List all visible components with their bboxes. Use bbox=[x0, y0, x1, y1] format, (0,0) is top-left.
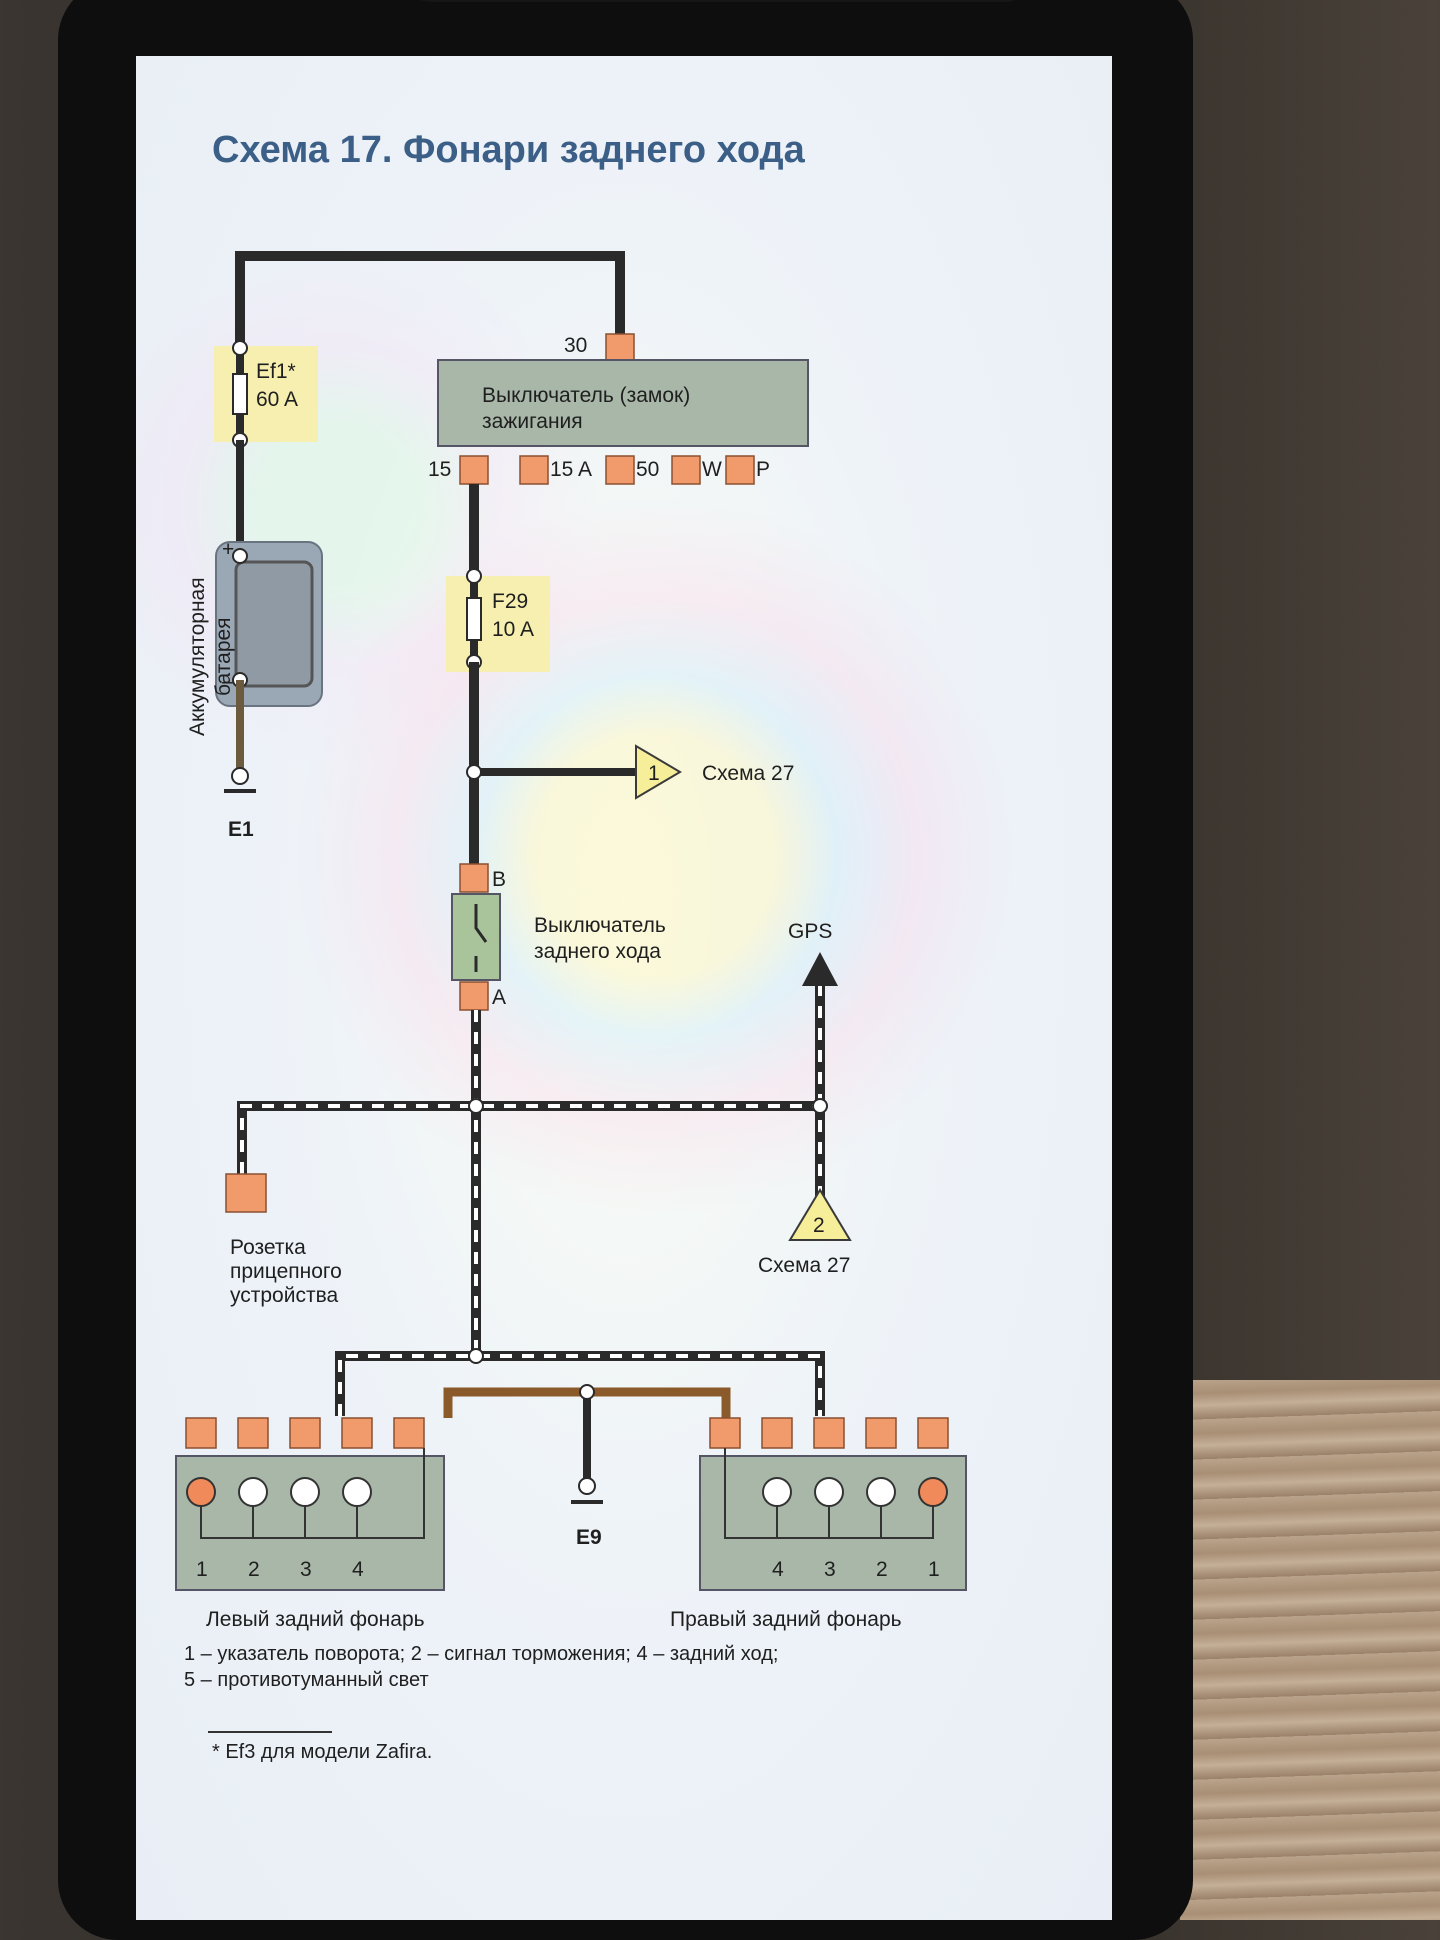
node-icon bbox=[468, 1098, 484, 1114]
fuse-ef1-rating: 60 A bbox=[256, 388, 298, 411]
fuse-ef1-background bbox=[214, 346, 318, 442]
trailer-socket-label-line2: прицепного bbox=[230, 1260, 342, 1283]
trailer-socket-label-line1: Розетка bbox=[230, 1236, 306, 1259]
striped-wires bbox=[237, 986, 825, 1416]
ref2-number: 2 bbox=[813, 1214, 825, 1237]
battery-plus-icon: + bbox=[222, 538, 234, 561]
battery-label-line2: батарея bbox=[212, 617, 235, 696]
node-icon bbox=[232, 548, 248, 564]
ignition-terminal-50-label: 50 bbox=[636, 458, 659, 481]
connector-icon bbox=[605, 455, 635, 485]
right-lamp-bulbs bbox=[724, 1448, 948, 1539]
battery-minus-icon: – bbox=[222, 670, 234, 693]
right-lamp-label: Правый задний фонарь bbox=[670, 1608, 902, 1631]
node-icon bbox=[579, 1384, 595, 1400]
right-lamp-number-3: 3 bbox=[824, 1558, 836, 1581]
connector-icon bbox=[459, 455, 489, 485]
ref2-triangle-icon bbox=[788, 1188, 852, 1241]
node-icon bbox=[466, 568, 482, 584]
legend-line2: 5 – противотуманный свет bbox=[184, 1669, 429, 1691]
connector-icon bbox=[725, 455, 755, 485]
ignition-terminal-15-label: 15 bbox=[428, 458, 451, 481]
left-lamp-number-2: 2 bbox=[248, 1558, 260, 1581]
ref1-label: Схема 27 bbox=[702, 762, 794, 785]
reverse-switch-pin-a: A bbox=[492, 986, 506, 1009]
wiring-diagram: Схема 17. Фонари заднего хода Ef1* 60 A … bbox=[175, 129, 967, 1763]
fuse-f29-icon bbox=[466, 597, 482, 641]
trailer-socket-icon bbox=[225, 1173, 267, 1213]
ground-e9-node-icon bbox=[578, 1477, 596, 1495]
fuse-ef1-name: Ef1* bbox=[256, 360, 296, 383]
connector-icon bbox=[671, 455, 701, 485]
ignition-terminal-15a-label: 15 A bbox=[550, 458, 592, 481]
ignition-switch-box bbox=[437, 359, 809, 447]
node-icon bbox=[812, 1098, 828, 1114]
fuse-f29-background bbox=[446, 576, 550, 672]
left-lamp-number-1: 1 bbox=[196, 1558, 208, 1581]
ignition-label-line1: Выключатель (замок) bbox=[482, 384, 690, 407]
right-lamp-number-4: 4 bbox=[772, 1558, 784, 1581]
footnote: * Ef3 для модели Zafira. bbox=[212, 1741, 432, 1763]
gps-arrow-icon bbox=[802, 952, 838, 986]
connector-icon bbox=[605, 333, 635, 361]
left-lamp-label: Левый задний фонарь bbox=[206, 1608, 425, 1631]
connector-icon bbox=[459, 981, 489, 1011]
left-lamp-number-4: 4 bbox=[352, 1558, 364, 1581]
ground-e1-label: E1 bbox=[228, 818, 254, 841]
trailer-socket-label-line3: устройства bbox=[230, 1284, 339, 1307]
ref1-number: 1 bbox=[648, 762, 660, 785]
phone-screen: Схема 17. Фонари заднего хода Ef1* 60 A … bbox=[136, 56, 1112, 1920]
node-icon bbox=[468, 1348, 484, 1364]
node-icon bbox=[466, 764, 482, 780]
left-lamp-number-3: 3 bbox=[300, 1558, 312, 1581]
legend-line1: 1 – указатель поворота; 2 – сигнал тормо… bbox=[184, 1643, 778, 1665]
battery-icon bbox=[234, 560, 314, 688]
right-lamp-number-1: 1 bbox=[928, 1558, 940, 1581]
fuse-f29-rating: 10 A bbox=[492, 618, 534, 641]
ground-e9-label: E9 bbox=[576, 1526, 602, 1549]
ref2-label: Схема 27 bbox=[758, 1254, 850, 1277]
ignition-terminal-w-label: W bbox=[702, 458, 722, 481]
ref1-triangle-icon bbox=[635, 744, 682, 800]
reverse-switch-label-line2: заднего хода bbox=[534, 940, 661, 963]
ignition-terminal-p-label: P bbox=[756, 458, 770, 481]
fuse-ef1-icon bbox=[232, 373, 248, 415]
fuse-f29-name: F29 bbox=[492, 590, 528, 613]
gps-label: GPS bbox=[788, 920, 832, 943]
ignition-label-line2: зажигания bbox=[482, 410, 583, 433]
right-lamp-number-2: 2 bbox=[876, 1558, 888, 1581]
reverse-switch-contact-icon bbox=[474, 904, 488, 972]
reverse-switch-label-line1: Выключатель bbox=[534, 914, 666, 937]
reverse-switch-pin-b: B bbox=[492, 868, 506, 891]
ignition-terminal-30-label: 30 bbox=[564, 334, 587, 357]
connector-icon bbox=[459, 863, 489, 893]
page-title: Схема 17. Фонари заднего хода bbox=[212, 129, 806, 171]
battery-to-ignition-wire bbox=[235, 251, 625, 348]
right-lamp-connectors bbox=[709, 1417, 949, 1449]
battery-label-line1: Аккумуляторная bbox=[186, 577, 209, 736]
phone-notch bbox=[408, 0, 1028, 2]
ground-e1-node-icon bbox=[231, 767, 249, 785]
connector-icon bbox=[519, 455, 549, 485]
node-icon bbox=[232, 340, 248, 356]
left-lamp-connectors bbox=[185, 1417, 425, 1449]
wooden-table-background bbox=[1180, 1380, 1440, 1920]
left-lamp-bulbs bbox=[186, 1448, 425, 1539]
